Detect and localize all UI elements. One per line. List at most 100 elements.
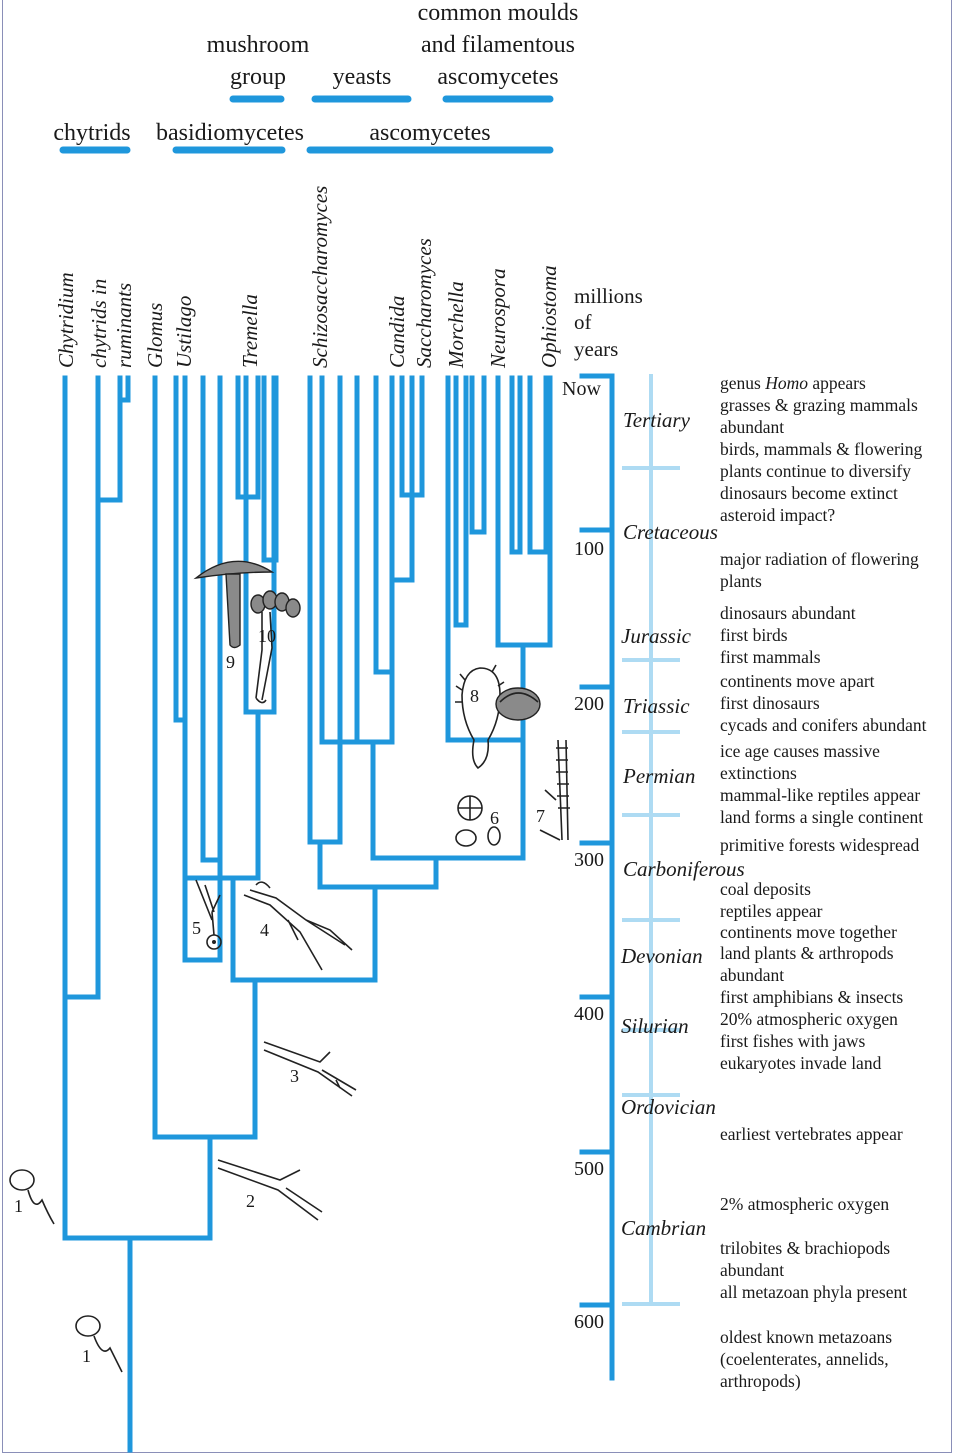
event-line: primitive forests widespread: [720, 835, 920, 855]
group-label-moulds-line2: and filamentous: [421, 32, 575, 58]
illus-label-2: 2: [246, 1191, 255, 1211]
taxon-label-ustilago: Ustilago: [172, 296, 196, 368]
period-cambrian: Cambrian: [621, 1216, 706, 1240]
period-carboniferous: Carboniferous: [623, 857, 745, 881]
taxon-label-schizosaccharomyces: Schizosaccharomyces: [308, 186, 332, 368]
event-line: major radiation of flowering: [720, 549, 919, 569]
taxon-label-chytridium: Chytridium: [54, 272, 78, 368]
event-line: (coelenterates, annelids,: [720, 1349, 889, 1369]
event-line: continents move together: [720, 922, 897, 942]
illus-label-4: 4: [260, 920, 269, 940]
tree-ustilago: [173, 375, 188, 963]
event-line: oldest known metazoans: [720, 1327, 892, 1347]
period-jurassic: Jurassic: [621, 624, 692, 648]
event-line: arthropods): [720, 1371, 801, 1391]
event-line: 2% atmospheric oxygen: [720, 1194, 889, 1214]
period-scale-ticks: [622, 466, 680, 1306]
mushroom-illustration-9: 9: [193, 560, 275, 672]
conidiophore-illustration-7: 7: [536, 739, 570, 841]
taxon-label-glomus: Glomus: [143, 303, 167, 368]
event-line: ice age causes massive: [720, 741, 880, 761]
period-permian: Permian: [622, 764, 695, 788]
event-line: abundant: [720, 965, 784, 985]
group-label-mushroom-line2: group: [230, 64, 286, 90]
scale-tick-600: 600: [574, 1311, 604, 1333]
event-line: earliest vertebrates appear: [720, 1124, 903, 1144]
illustrations: 1 1 2 3 4 5 6: [9, 560, 570, 1373]
event-line: 20% atmospheric oxygen: [720, 1009, 898, 1029]
illus-label-6: 6: [490, 808, 499, 828]
group-label-yeasts: yeasts: [333, 64, 392, 90]
event-line: asteroid impact?: [720, 505, 835, 525]
event-line: first amphibians & insects: [720, 987, 903, 1007]
group-bars: [59, 95, 554, 154]
period-tertiary: Tertiary: [623, 408, 691, 432]
illus-label-3: 3: [290, 1066, 299, 1086]
hypha-illustration-2: 2: [217, 1159, 323, 1221]
hypha-illustration-3: 3: [263, 1041, 357, 1097]
group-label-chytrids: chytrids: [53, 120, 130, 146]
scale-tick-200: 200: [574, 693, 604, 715]
illus-label-1a: 1: [14, 1196, 23, 1216]
period-labels: Tertiary Cretaceous Jurassic Triassic Pe…: [620, 408, 745, 1240]
group-label-mushroom-line1: mushroom: [207, 32, 310, 58]
scale-tick-400: 400: [574, 1003, 604, 1025]
group-label-moulds-line3: ascomycetes: [437, 64, 558, 90]
illus-label-9: 9: [226, 652, 235, 672]
tree-schizo-tips: [319, 375, 360, 745]
taxon-label-morchella: Morchella: [444, 281, 468, 369]
event-line: first fishes with jaws: [720, 1031, 866, 1051]
phylogenetic-tree: [62, 375, 553, 1453]
period-silurian: Silurian: [621, 1014, 689, 1038]
tree-neurospora: [495, 375, 553, 743]
event-line: dinosaurs become extinct: [720, 483, 898, 503]
tree-tremella: [243, 375, 277, 881]
event-line: all metazoan phyla present: [720, 1282, 907, 1302]
event-line: eukaryotes invade land: [720, 1053, 882, 1073]
zoospore-illustration-b: 1: [75, 1315, 123, 1373]
scale-tick-100: 100: [574, 538, 604, 560]
tree-schizo: [307, 375, 343, 890]
event-list: genus Homo appears grasses & grazing mam…: [720, 373, 927, 1391]
event-line: plants continue to diversify: [720, 461, 911, 481]
taxon-labels: Chytridium chytrids in ruminants Glomus …: [54, 186, 561, 369]
zoospore-illustration-a: 1: [9, 1169, 55, 1225]
group-label-moulds-line1: common moulds: [418, 0, 579, 26]
taxon-label-chytrids-in: chytrids in: [87, 279, 111, 368]
scale-ticks: [579, 373, 615, 1308]
scale-tick-now: Now: [562, 378, 601, 400]
event-line: abundant: [720, 417, 784, 437]
period-ordovician: Ordovician: [621, 1095, 716, 1119]
event-line: grasses & grazing mammals: [720, 395, 918, 415]
illus-label-5: 5: [192, 918, 201, 938]
event-line: land forms a single continent: [720, 807, 923, 827]
hypha-illustration-4: 4: [243, 881, 353, 971]
illus-label-8: 8: [470, 686, 479, 706]
tree-yeast-tips: [373, 375, 425, 675]
smut-illustration-5: 5: [192, 879, 222, 950]
event-line: birds, mammals & flowering: [720, 439, 922, 459]
period-triassic: Triassic: [623, 694, 690, 718]
event-line: extinctions: [720, 763, 797, 783]
event-line: abundant: [720, 1260, 784, 1280]
group-labels: mushroom group yeasts common moulds and …: [53, 0, 578, 146]
event-line: land plants & arthropods: [720, 943, 894, 963]
event-line: genus Homo appears: [720, 373, 866, 393]
taxon-label-candida: Candida: [385, 296, 409, 368]
tree-asco-node: [317, 855, 439, 983]
event-line: cycads and conifers abundant: [720, 715, 927, 735]
scale-label-line1: millions: [574, 284, 643, 308]
event-line: coal deposits: [720, 879, 811, 899]
event-line: mammal-like reptiles appear: [720, 785, 920, 805]
time-scale: millions of years Now 100 200 300 400 50…: [562, 284, 680, 1381]
tree-glomus-split: [152, 375, 258, 1241]
event-line: trilobites & brachiopods: [720, 1238, 890, 1258]
group-label-basidiomycetes: basidiomycetes: [156, 120, 304, 146]
scale-label-line2: of: [574, 310, 592, 334]
taxon-label-tremella: Tremella: [238, 294, 262, 368]
tree-tremella-tips: [235, 375, 279, 563]
tree-morchella: [453, 375, 469, 628]
